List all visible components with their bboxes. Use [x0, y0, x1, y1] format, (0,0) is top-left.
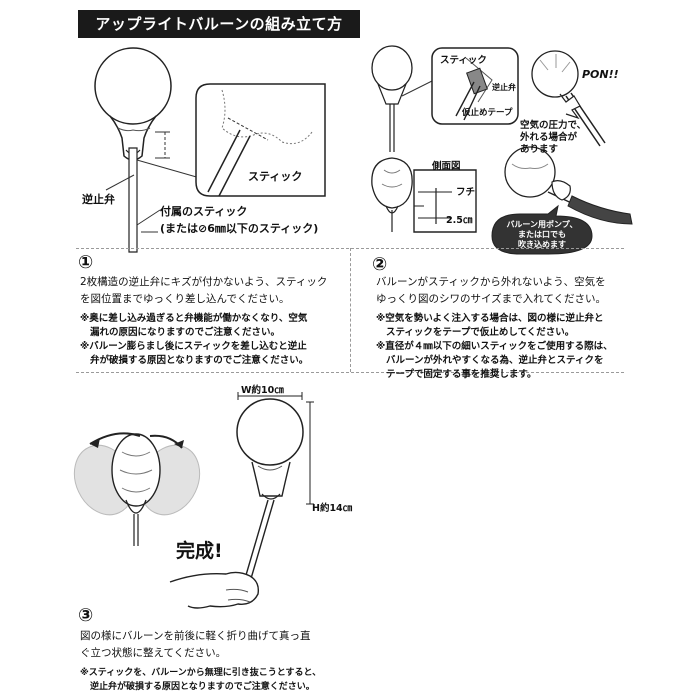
fig1-included-stick-sub: (または⊘6㎜以下のスティック): [160, 222, 319, 235]
step2-note2c: テープで固定する事を推奨します。: [386, 369, 537, 380]
step1-note1b: 漏れの原因になりますのでご注意ください。: [90, 327, 281, 338]
fig2-pump-bubble: [492, 206, 592, 254]
fig2-check-valve-label: 逆止弁: [492, 83, 516, 92]
fig1-balloon: [95, 48, 171, 124]
step2-note1b: スティックをテープで仮止めしてください。: [386, 327, 575, 338]
step1-notes: ※奥に差し込み過ぎると弁機能が働かなくなり、空気 漏れの原因になりますのでご注意…: [80, 312, 308, 368]
fig3-balloon: [237, 399, 303, 465]
fig2-fuchi-label: フチ: [456, 187, 476, 198]
fig2-pump-line2: または口でも: [518, 230, 566, 239]
page-title: アップライトバルーンの組み立て方: [78, 10, 360, 38]
fig2-stick-label: スティック: [440, 55, 487, 66]
divider-middle: [76, 372, 624, 373]
step1-note1a: ※奥に差し込み過ぎると弁機能が働かなくなり、空気: [80, 313, 308, 324]
fig1-stick: [129, 148, 137, 252]
step2-note1a: ※空気を勢いよく注入する場合は、図の様に逆止弁と: [376, 313, 604, 324]
step2-instruction: バルーンがスティックから外れないよう、空気を ゆっくり図のシワのサイズまで入れて…: [376, 274, 606, 308]
fig3-width-label: W約10㎝: [241, 385, 284, 396]
step3-notes: ※スティックを、バルーンから無理に引き抜こうとすると、 逆止弁が破損する原因とな…: [80, 666, 321, 694]
fig3-height-label: H約14㎝: [312, 503, 353, 514]
fig2-pump-line1: バルーン用ポンプ、: [506, 220, 578, 229]
step1-line2: を図位置までゆっくり差し込んでください。: [80, 293, 290, 305]
fig2-pump-note: バルーン用ポンプ、 または口でも 吹き込めます: [496, 220, 588, 250]
step2-notes: ※空気を勢いよく注入する場合は、図の様に逆止弁と スティックをテープで仮止めして…: [376, 312, 613, 382]
step3-instruction: 図の様にバルーンを前後に軽く折り曲げて真っ直 ぐ立つ状態に整えてください。: [80, 628, 310, 662]
fig3-done-label: 完成!: [176, 540, 223, 562]
step2-line2: ゆっくり図のシワのサイズまで入れてください。: [376, 293, 607, 305]
step3-line2: ぐ立つ状態に整えてください。: [80, 647, 227, 659]
fig1-detail-box: [196, 84, 325, 196]
fig2-pressure-note: 空気の圧力で、 外れる場合が あります: [520, 120, 586, 156]
step2-line1: バルーンがスティックから外れないよう、空気を: [376, 276, 606, 288]
step1-instruction: 2枚構造の逆止弁にキズが付かないよう、スティック を図位置までゆっくり差し込んで…: [80, 274, 327, 308]
fig2-pon-text: PON!!: [582, 68, 619, 81]
fig1-included-stick-label: 付属のスティック: [160, 205, 248, 218]
step2-number: ②: [372, 254, 388, 275]
fig2-side-view-label: 側面図: [432, 161, 461, 172]
fig1-check-valve-label: 逆止弁: [82, 193, 115, 206]
fig1-stick-label: スティック: [248, 170, 303, 183]
step1-note2b: 弁が破損する原因となりますのでご注意ください。: [90, 355, 309, 366]
fig2-tape-label: 仮止めテープ: [462, 108, 513, 118]
step1-number: ①: [78, 252, 94, 273]
step1-line1: 2枚構造の逆止弁にキズが付かないよう、スティック: [80, 276, 328, 288]
fig3-hand: [170, 572, 258, 608]
fig2-pressure-line3: あります: [520, 144, 559, 155]
fig2-pump-line3: 吹き込めます: [518, 240, 566, 249]
fig2-pump: [568, 196, 632, 224]
step3-note1b: 逆止弁が破損する原因となりますのでご注意ください。: [90, 682, 315, 692]
divider-vertical: [350, 248, 351, 372]
step3-note1a: ※スティックを、バルーンから無理に引き抜こうとすると、: [80, 668, 322, 678]
step2-note2a: ※直径が４㎜以下の細いスティックをご使用する際は、: [376, 341, 613, 352]
fig2-size-label: 2.5㎝: [446, 215, 473, 226]
step3-number: ③: [78, 605, 94, 626]
step2-note2b: バルーンが外れやすくなる為、逆止弁とスティクを: [386, 355, 604, 366]
fig2-pressure-line1: 空気の圧力で、: [520, 120, 587, 131]
step3-line1: 図の様にバルーンを前後に軽く折り曲げて真っ直: [80, 630, 311, 642]
step1-note2a: ※バルーン膨らまし後にスティックを差し込むと逆止: [80, 341, 307, 352]
fig2-pressure-line2: 外れる場合が: [520, 132, 578, 143]
